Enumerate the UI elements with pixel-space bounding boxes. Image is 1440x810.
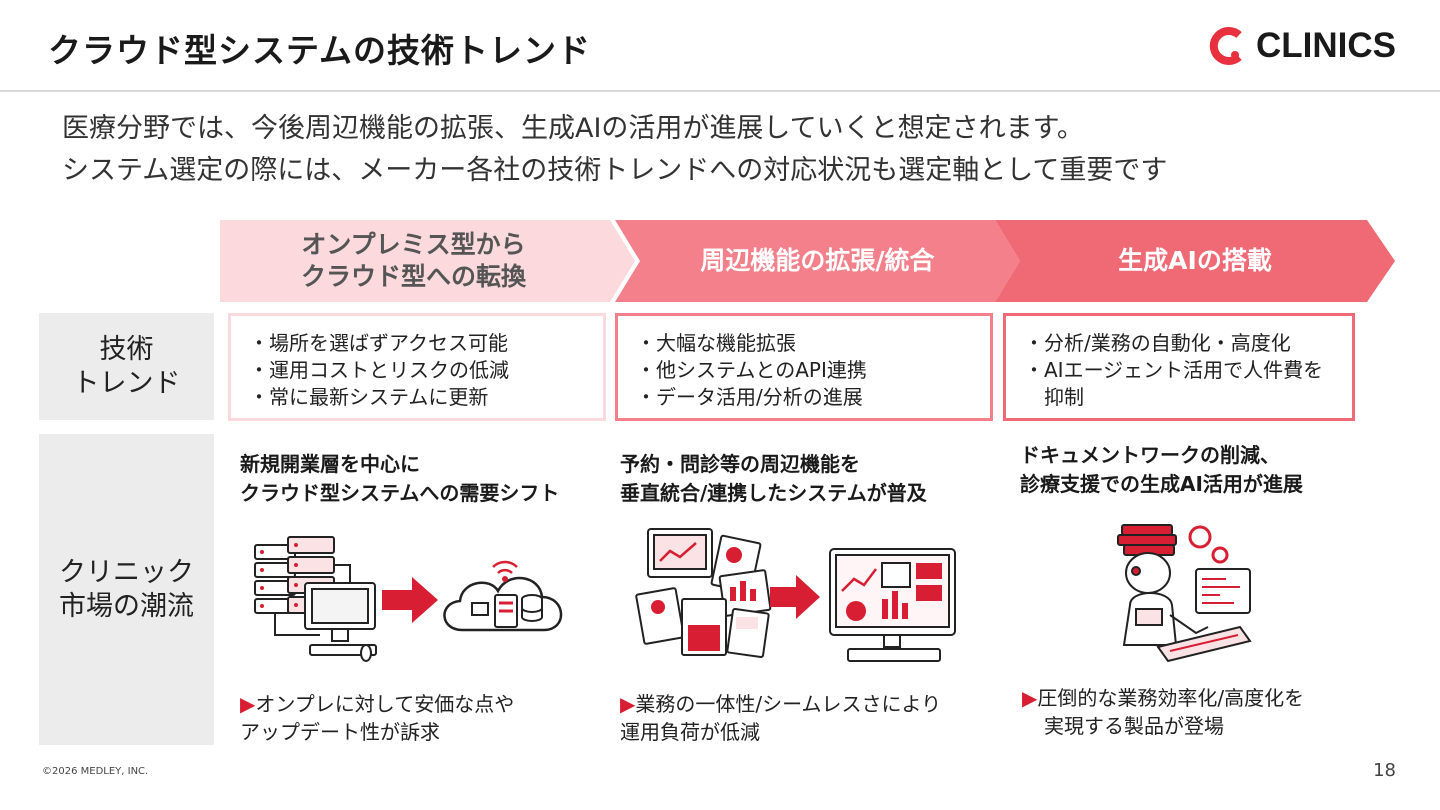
chevron-1-line-2: クラウド型への転換: [300, 262, 526, 291]
market-heading-line-2: 診療支援での生成AI活用が進展: [1020, 472, 1303, 496]
page-title: クラウド型システムの技術トレンド: [48, 31, 592, 70]
market-note-line-2: 運用負荷が低減: [620, 720, 760, 744]
chevron-generative-ai: 生成AIの搭載: [995, 220, 1395, 302]
trend-item: ・分析/業務の自動化・高度化: [1024, 331, 1291, 355]
server-to-cloud-illustration: [254, 536, 563, 662]
chevron-3-label: 生成AIの搭載: [1118, 246, 1272, 275]
row-header-trend-line-1: 技術: [99, 333, 154, 365]
trend-item: ・データ活用/分析の進展: [636, 385, 863, 409]
chevron-2-label: 周辺機能の拡張/統合: [700, 246, 935, 275]
chevron-feature-expansion: 周辺機能の拡張/統合: [615, 220, 1020, 302]
cloud-icon: [443, 560, 563, 632]
triangle-marker-icon: ▶: [1022, 686, 1038, 710]
robot-icon: [1122, 552, 1209, 646]
dashboard-monitor-icon: [829, 548, 956, 662]
arrow-right-icon: [770, 575, 820, 619]
triangle-marker-icon: ▶: [240, 692, 256, 716]
header-divider: [0, 90, 1440, 92]
lead-line-2: システム選定の際には、メーカー各社の技術トレンドへの対応状況も選定軸として重要で…: [62, 155, 1168, 186]
code-screen-icon: [1195, 568, 1251, 614]
trend-box-expansion: ・大幅な機能拡張 ・他システムとのAPI連携 ・データ活用/分析の進展: [615, 313, 993, 421]
trend-item: ・AIエージェント活用で人件費を抑制: [1024, 358, 1324, 409]
row-header-market: クリニック市場の潮流: [39, 434, 214, 745]
market-heading-expansion: 予約・問診等の周辺機能を 垂直統合/連携したシステムが普及: [620, 450, 927, 508]
book-stack-icon: [1117, 524, 1177, 556]
page-number: 18: [1373, 760, 1396, 781]
row-header-trend-line-2: トレンド: [72, 367, 181, 399]
trend-box-ai: ・分析/業務の自動化・高度化 ・AIエージェント活用で人件費を抑制: [1003, 313, 1355, 421]
market-note-line-1: 圧倒的な業務効率化/高度化を: [1037, 686, 1305, 710]
keyboard-icon: [1156, 625, 1252, 663]
market-note-expansion: ▶業務の一体性/シームレスさにより 運用負荷が低減: [620, 690, 941, 746]
documents-to-dashboard-illustration: [635, 528, 956, 662]
market-heading-line-2: 垂直統合/連携したシステムが普及: [620, 481, 927, 505]
logo-text: CLINICS: [1256, 26, 1396, 65]
market-note-line-1: オンプレに対して安価な点や: [255, 692, 515, 716]
market-heading-ai: ドキュメントワークの削減、 診療支援での生成AI活用が進展: [1020, 441, 1303, 499]
trend-item: ・他システムとのAPI連携: [636, 358, 867, 382]
scattered-documents-icon: [635, 528, 772, 659]
lead-line-1: 医療分野では、今後周辺機能の拡張、生成AIの活用が進展していくと想定されます。: [62, 113, 1084, 144]
trend-item: ・常に最新システムに更新: [249, 385, 489, 409]
trend-item: ・場所を選ばずアクセス可能: [249, 331, 508, 355]
chevron-1-line-1: オンプレミス型から: [301, 230, 526, 259]
trend-item: ・大幅な機能拡張: [636, 331, 796, 355]
market-note-cloud: ▶オンプレに対して安価な点や アップデート性が訴求: [240, 690, 514, 746]
copyright: ©2026 MEDLEY, INC.: [42, 766, 149, 777]
clinics-logo: CLINICS: [1208, 26, 1396, 66]
desktop-computer-icon: [304, 582, 377, 662]
market-heading-line-1: 予約・問診等の周辺機能を: [620, 452, 860, 476]
row-header-trend: 技術トレンド: [39, 313, 214, 420]
market-note-line-2: 実現する製品が登場: [1044, 714, 1224, 738]
market-note-ai: ▶圧倒的な業務効率化/高度化を 実現する製品が登場: [1022, 684, 1304, 740]
market-heading-line-2: クラウド型システムへの需要シフト: [240, 481, 560, 505]
market-note-line-1: 業務の一体性/シームレスさにより: [635, 692, 942, 716]
ai-robot-illustration: [1117, 524, 1252, 663]
market-heading-line-1: 新規開業層を中心に: [240, 452, 420, 476]
lead-text: 医療分野では、今後周辺機能の拡張、生成AIの活用が進展していくと想定されます。 …: [62, 108, 1167, 192]
chevron-cloud-shift: オンプレミス型からクラウド型への転換: [220, 220, 635, 302]
arrow-right-icon: [382, 577, 438, 623]
trend-item: ・運用コストとリスクの低減: [249, 358, 509, 382]
gear-icon: [1188, 525, 1229, 564]
market-note-line-2: アップデート性が訴求: [240, 720, 440, 744]
market-heading-line-1: ドキュメントワークの削減、: [1020, 443, 1280, 467]
triangle-marker-icon: ▶: [620, 692, 636, 716]
trend-box-cloud: ・場所を選ばずアクセス可能 ・運用コストとリスクの低減 ・常に最新システムに更新: [228, 313, 606, 421]
row-header-market-line-1: クリニック: [59, 556, 194, 588]
clinics-logo-icon: [1209, 27, 1242, 65]
row-header-market-line-2: 市場の潮流: [59, 590, 194, 622]
market-heading-cloud: 新規開業層を中心に クラウド型システムへの需要シフト: [240, 450, 559, 508]
